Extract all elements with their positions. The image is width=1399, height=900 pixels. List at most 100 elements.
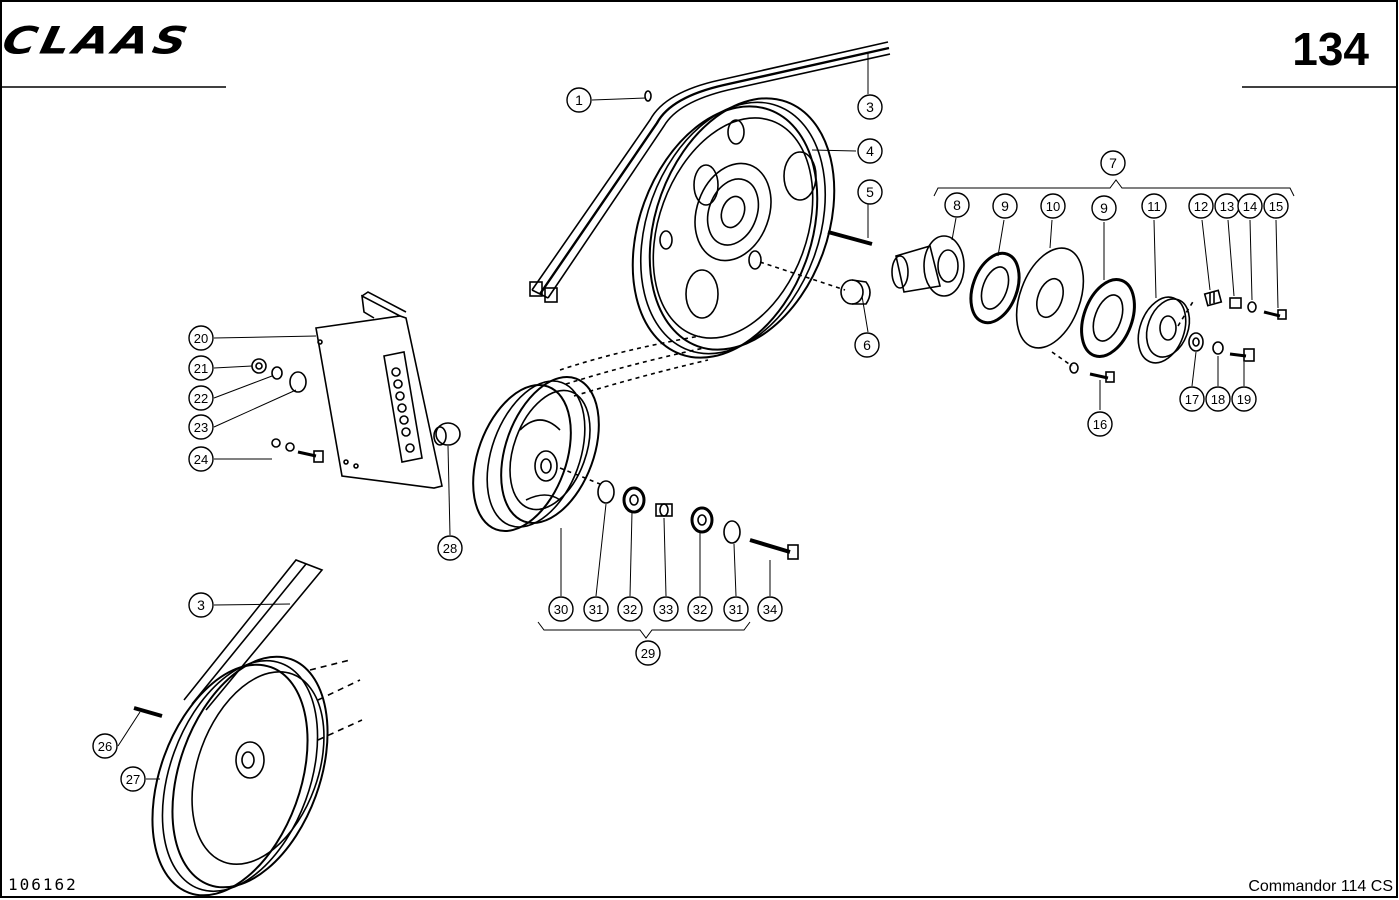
callout-number: 31 — [729, 602, 743, 617]
callout-number: 34 — [763, 602, 777, 617]
callout-1: 1 — [566, 87, 592, 113]
callout-30: 30 — [548, 596, 574, 622]
callout-circle — [944, 192, 970, 218]
washer-22 — [271, 366, 283, 380]
callout-5: 5 — [857, 179, 883, 205]
callout-number: 10 — [1046, 199, 1060, 214]
callout-circle — [857, 179, 883, 205]
spring-12 — [1203, 289, 1223, 307]
friction-disc-9a — [969, 251, 1021, 325]
callout-circle — [1231, 386, 1257, 412]
callout-circle — [188, 414, 214, 440]
callout-29: 29 — [635, 640, 661, 666]
callout-34: 34 — [757, 596, 783, 622]
callout-number: 7 — [1109, 155, 1117, 171]
callout-24: 24 — [188, 446, 214, 472]
callout-number: 4 — [866, 143, 874, 159]
callout-26: 26 — [92, 733, 118, 759]
bolt-15 — [1263, 309, 1287, 320]
callout-23: 23 — [188, 414, 214, 440]
drawing-number: 106162 — [8, 875, 78, 894]
callout-circle — [757, 596, 783, 622]
bracket-20 — [315, 291, 443, 489]
callout-33: 33 — [653, 596, 679, 622]
callout-number: 27 — [126, 772, 140, 787]
callout-circle — [687, 596, 713, 622]
callout-number: 29 — [641, 646, 655, 661]
callout-circle — [566, 87, 592, 113]
callout-number: 12 — [1194, 199, 1208, 214]
callout-number: 32 — [623, 602, 637, 617]
callout-circle — [188, 446, 214, 472]
callout-circle — [723, 596, 749, 622]
callout-number: 11 — [1147, 199, 1161, 214]
callout-circle — [1091, 195, 1117, 221]
callout-circle — [992, 193, 1018, 219]
page-number: 134 — [1292, 23, 1369, 75]
callout-number: 13 — [1220, 199, 1234, 214]
callout-31: 31 — [723, 596, 749, 622]
hub-8 — [891, 235, 965, 297]
bolt-24 — [271, 438, 324, 463]
callout-circle — [635, 640, 661, 666]
callout-32: 32 — [617, 596, 643, 622]
callout-number: 3 — [197, 597, 205, 613]
callout-circle — [188, 355, 214, 381]
callout-circle — [857, 94, 883, 120]
sleeve-13 — [1229, 297, 1242, 309]
friction-disc-9b — [1080, 278, 1136, 358]
callout-number: 8 — [953, 197, 961, 213]
callout-number: 21 — [194, 361, 208, 376]
callout-number: 17 — [1185, 392, 1199, 407]
upper-v-belt — [529, 41, 891, 303]
bearing-32b — [690, 506, 714, 534]
callout-number: 22 — [194, 391, 208, 406]
callout-31: 31 — [583, 596, 609, 622]
callout-4: 4 — [857, 138, 883, 164]
callout-number: 32 — [693, 602, 707, 617]
callout-circle — [188, 325, 214, 351]
callout-19: 19 — [1231, 386, 1257, 412]
circlip-31a — [597, 480, 615, 504]
callout-number: 20 — [194, 331, 208, 346]
callout-number: 18 — [1211, 392, 1225, 407]
callout-number: 26 — [98, 739, 112, 754]
callout-15: 15 — [1263, 193, 1289, 219]
callout-number: 3 — [866, 99, 874, 115]
bearing-32a — [622, 486, 646, 514]
callout-circle — [92, 733, 118, 759]
callout-10: 10 — [1040, 193, 1066, 219]
callout-6: 6 — [854, 332, 880, 358]
callout-number: 30 — [554, 602, 568, 617]
callout-3: 3 — [188, 592, 214, 618]
callout-3: 3 — [857, 94, 883, 120]
callout-circle — [188, 385, 214, 411]
leader-lines — [117, 52, 1295, 780]
spacer-33 — [655, 503, 673, 517]
callout-circle — [653, 596, 679, 622]
callout-circle — [120, 766, 146, 792]
callout-21: 21 — [188, 355, 214, 381]
bolt-16 — [1069, 362, 1115, 383]
callout-13: 13 — [1214, 193, 1240, 219]
bolt-19 — [1229, 348, 1255, 362]
bolt-34 — [749, 538, 799, 560]
callout-27: 27 — [120, 766, 146, 792]
washer-18 — [1212, 341, 1224, 355]
callout-14: 14 — [1237, 193, 1263, 219]
callout-number: 5 — [866, 184, 874, 200]
plate-10 — [1015, 247, 1085, 349]
callout-number: 31 — [589, 602, 603, 617]
callout-circle — [1141, 193, 1167, 219]
callout-number: 16 — [1093, 417, 1107, 432]
callout-12: 12 — [1188, 193, 1214, 219]
callout-number: 19 — [1237, 392, 1251, 407]
washer-14 — [1247, 301, 1257, 313]
callout-28: 28 — [437, 535, 463, 561]
callout-circle — [857, 138, 883, 164]
pin-5 — [827, 230, 873, 246]
